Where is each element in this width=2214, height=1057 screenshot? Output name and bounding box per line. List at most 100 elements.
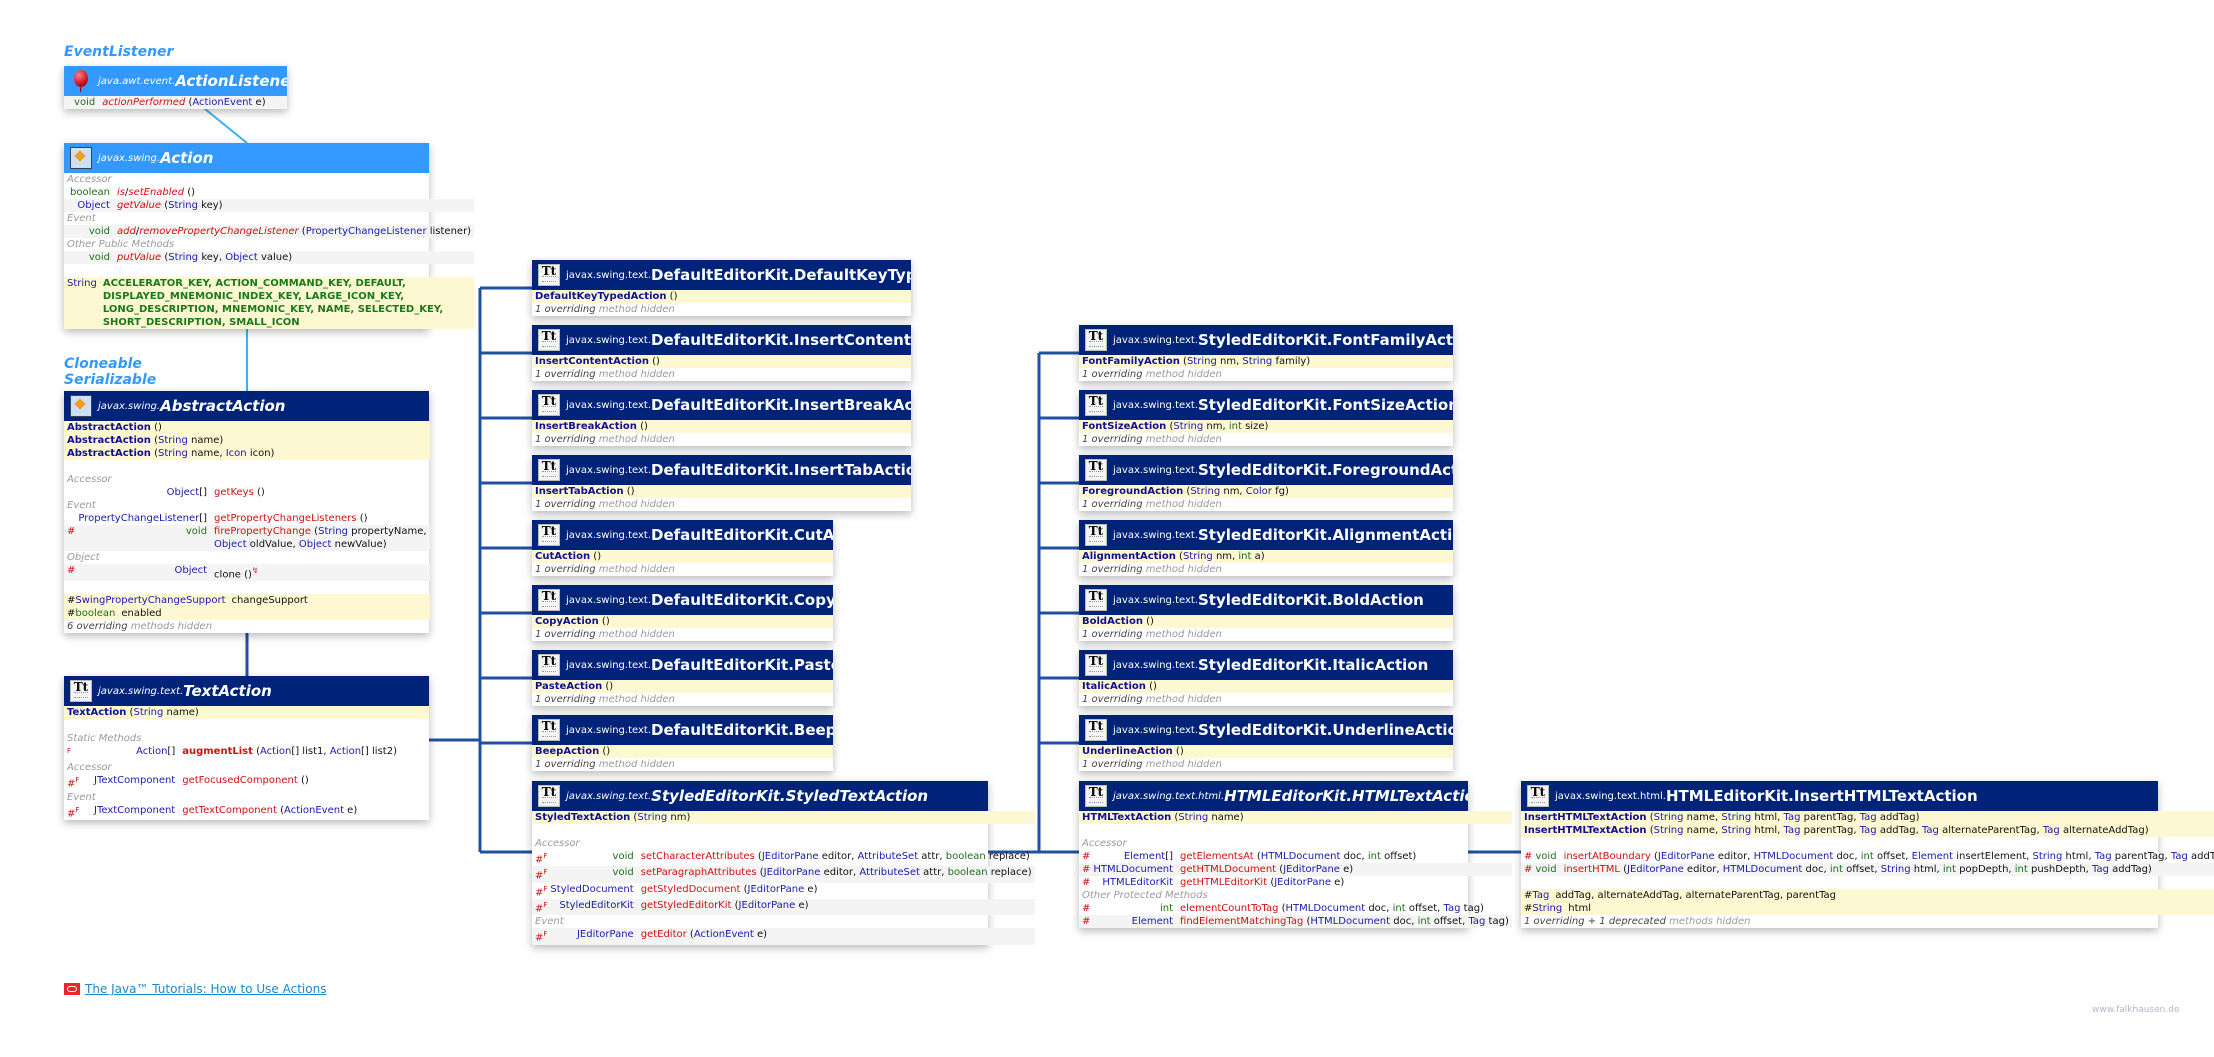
java-tutorial-link-text[interactable]: The Java™ Tutorials: How to Use Actions xyxy=(85,982,327,996)
method-row[interactable]: PropertyChangeListener[]getPropertyChang… xyxy=(64,512,430,525)
constructor-row[interactable]: HTMLTextAction (String name) xyxy=(1079,811,1512,824)
constructor-row[interactable]: CopyAction () xyxy=(532,615,833,628)
constructor-row[interactable]: AbstractAction (String name, Icon icon) xyxy=(64,447,430,460)
constructor-row[interactable]: InsertTabAction () xyxy=(532,485,911,498)
constructor-row[interactable]: DefaultKeyTypedAction () xyxy=(532,290,911,303)
constructor-row[interactable]: FontSizeAction (String nm, int size) xyxy=(1079,420,1453,433)
class-header[interactable]: java.awt.event.ActionListener xyxy=(64,66,287,96)
constructor-row[interactable]: StyledTextAction (String nm) xyxy=(532,811,1035,824)
constructor-row[interactable]: AbstractAction () xyxy=(64,421,430,434)
constructor-row[interactable]: UnderlineAction () xyxy=(1079,745,1453,758)
constructor-row[interactable]: BeepAction () xyxy=(532,745,833,758)
class-header[interactable]: javax.swing.AbstractAction xyxy=(64,391,429,421)
constructor-row[interactable]: FontFamilyAction (String nm, String fami… xyxy=(1079,355,1453,368)
constructor-row[interactable]: ForegroundAction (String nm, Color fg) xyxy=(1079,485,1453,498)
class-header[interactable]: javax.swing.Action xyxy=(64,143,429,173)
constructor-row[interactable]: PasteAction () xyxy=(532,680,833,693)
constructor-row[interactable]: AlignmentAction (String nm, int a) xyxy=(1079,550,1453,563)
constructor-row[interactable]: AbstractAction (String name) xyxy=(64,434,430,447)
method-row[interactable]: Object[]getKeys () xyxy=(64,486,430,499)
constructor-row[interactable]: TextAction (String name) xyxy=(64,706,429,719)
method-row[interactable]: #Element[]getElementsAt (HTMLDocument do… xyxy=(1079,850,1512,863)
text: 6 overriding xyxy=(67,621,128,633)
constructor-row[interactable]: InsertHTMLTextAction (String name, Strin… xyxy=(1521,811,2214,824)
constructor-row[interactable]: CutAction () xyxy=(532,550,833,563)
class-name: Action xyxy=(160,148,214,167)
constructor-row[interactable]: InsertHTMLTextAction (String name, Strin… xyxy=(1521,824,2214,837)
java-tutorial-link[interactable]: The Java™ Tutorials: How to Use Actions xyxy=(64,982,326,996)
constructor-row[interactable]: InsertBreakAction () xyxy=(532,420,911,433)
constructor-row[interactable]: ItalicAction () xyxy=(1079,680,1453,693)
constructor-row[interactable]: InsertContentAction () xyxy=(532,355,911,368)
constructor-row[interactable]: BoldAction () xyxy=(1079,615,1453,628)
